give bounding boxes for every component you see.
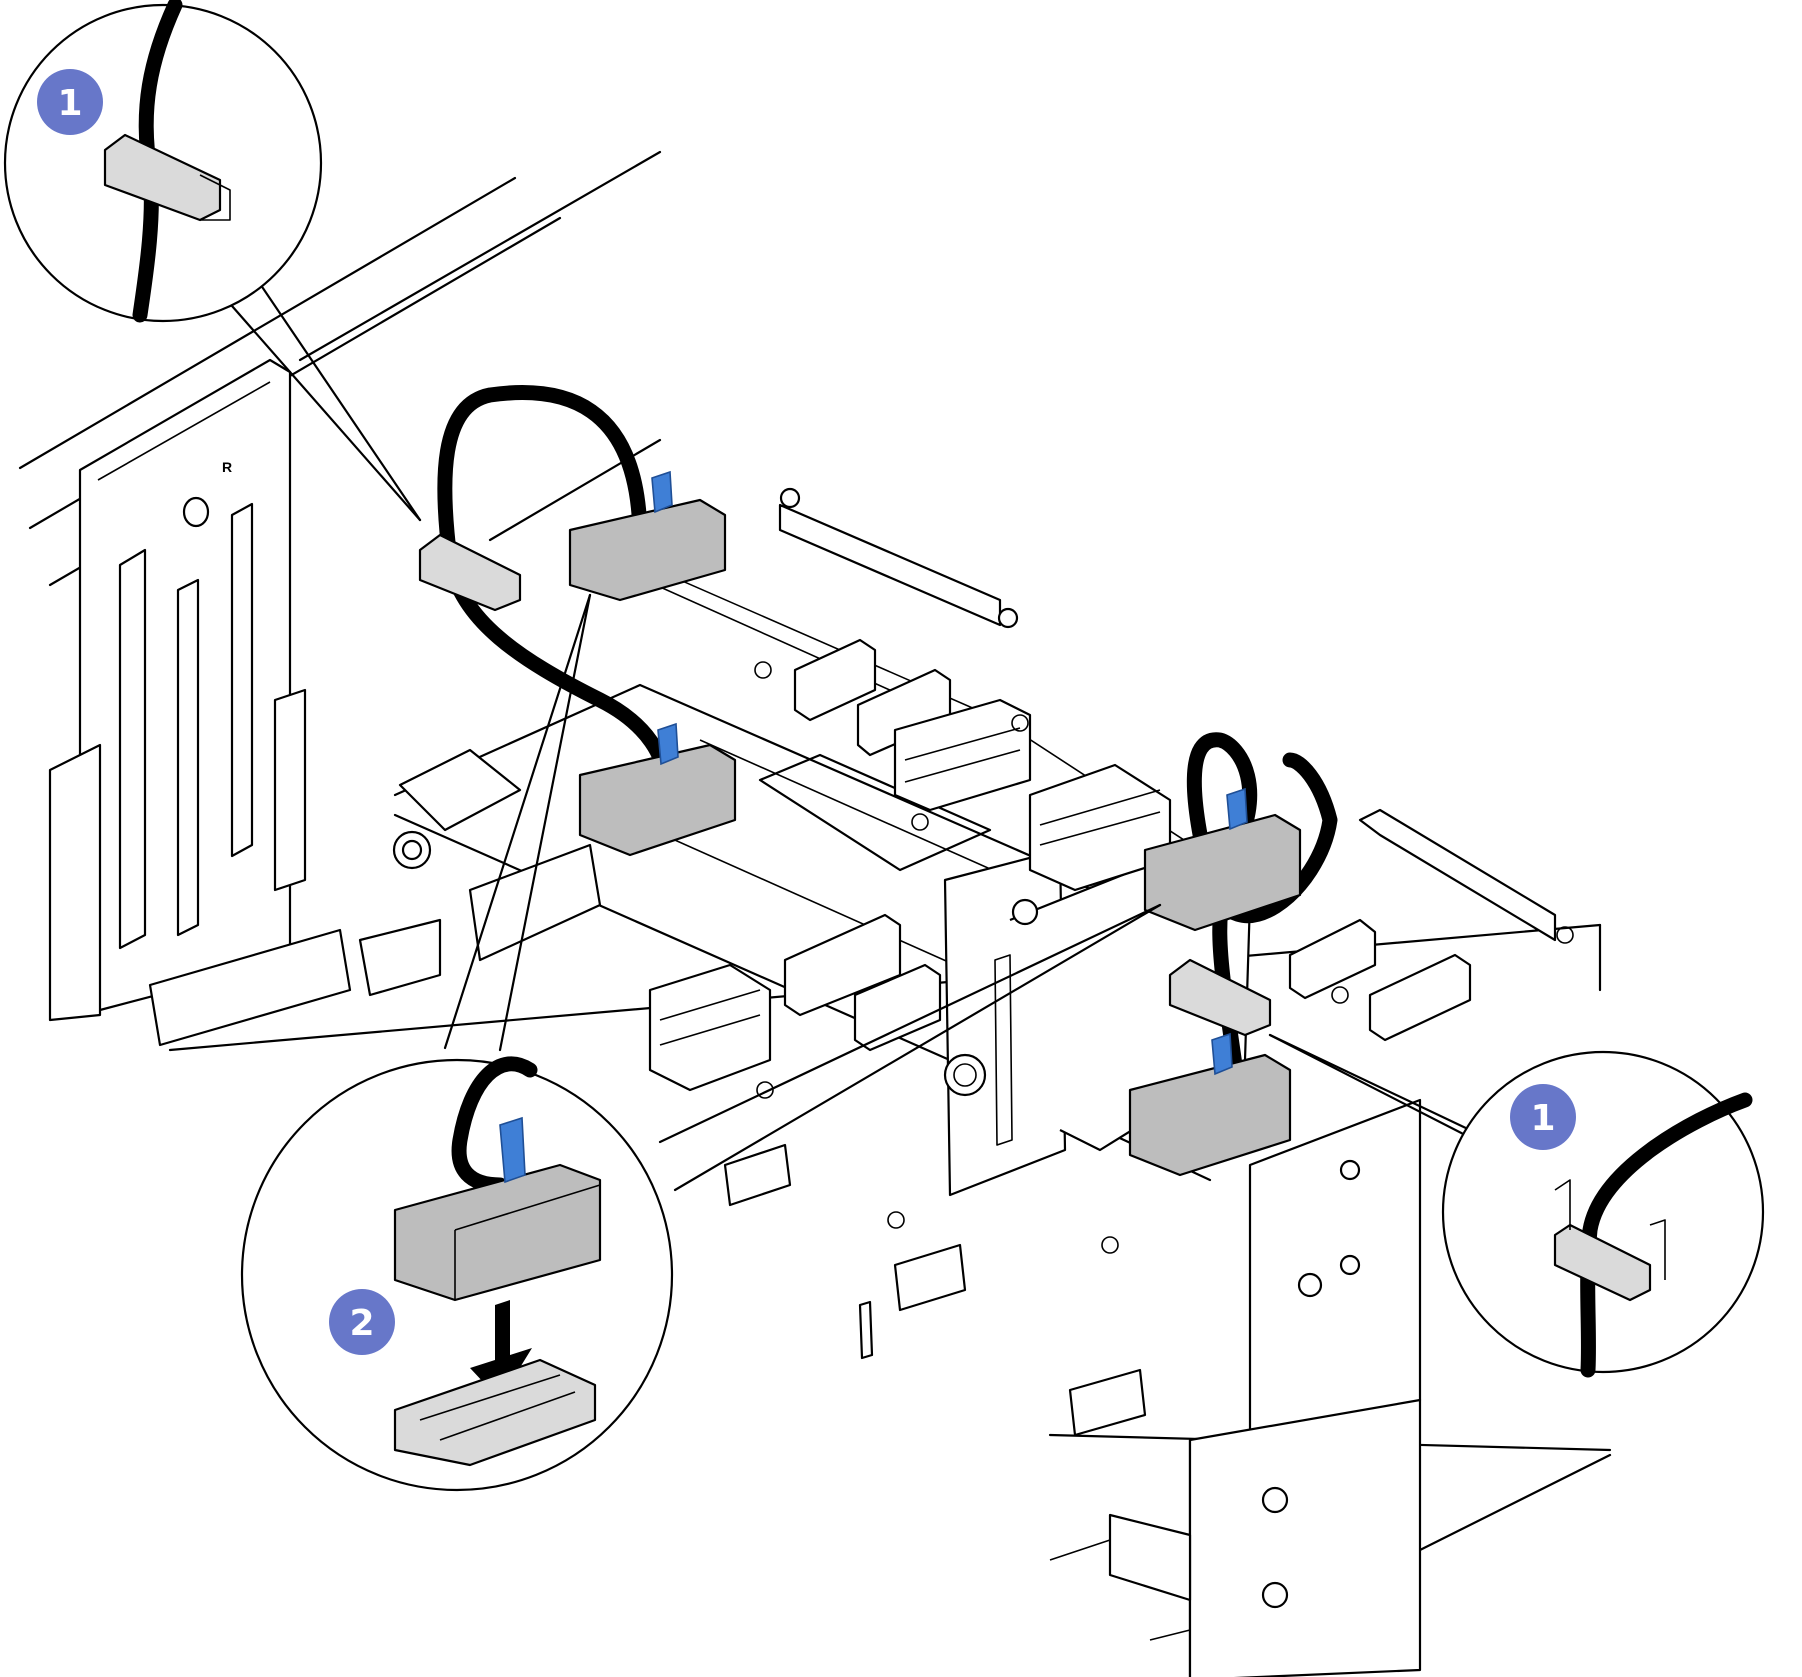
callout-leaders — [223, 270, 1477, 1192]
step-1-label-right: 1 — [1530, 1098, 1555, 1139]
step-badge-icon: 2 — [329, 1289, 395, 1355]
callout-top-left: 1 — [3, 0, 323, 323]
left-cable — [437, 385, 673, 788]
center-bracket — [943, 848, 1252, 1197]
cable-clip-icon — [418, 533, 1272, 1037]
step-badge-icon: 1 — [1510, 1084, 1576, 1150]
right-side-panel — [1049, 1098, 1422, 1677]
riser-bracket: R — [48, 358, 352, 1047]
cable-connectors — [568, 470, 1302, 1177]
down-arrow-icon — [470, 1300, 532, 1400]
callout-right: 1 — [1441, 1050, 1765, 1378]
step-2-label: 2 — [349, 1303, 374, 1344]
step-1-label: 1 — [57, 83, 82, 124]
callout-bottom-left: 2 — [240, 1056, 674, 1492]
board-label: R — [222, 459, 232, 475]
step-badge-icon: 1 — [37, 69, 103, 135]
